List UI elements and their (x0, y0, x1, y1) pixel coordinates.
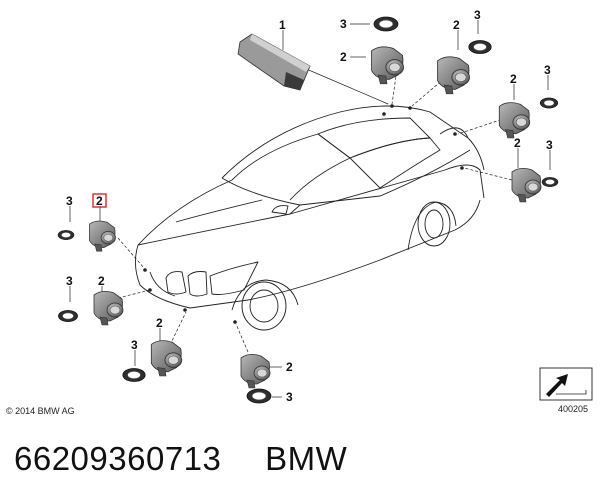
ring-icon (58, 309, 78, 323)
diagram-reference-box: 400205 (539, 367, 593, 414)
part-number: 66209360713 (14, 440, 222, 477)
sensor-icon (371, 46, 404, 85)
callout-3: 3 (131, 338, 138, 352)
callout-3: 3 (340, 17, 347, 31)
callout-3: 3 (66, 194, 73, 208)
callout-2: 2 (510, 72, 517, 86)
callout-3: 3 (286, 390, 293, 404)
callout-2: 2 (514, 136, 521, 150)
ring-icon (468, 40, 492, 54)
callout-2: 2 (453, 18, 460, 32)
callout-2-highlighted: 2 (96, 194, 103, 208)
ring-icon (539, 97, 559, 109)
callout-3: 3 (546, 138, 553, 152)
sensor-icon (93, 290, 124, 326)
callout-3: 3 (474, 8, 481, 22)
copyright-text: © 2014 BMW AG (6, 406, 75, 416)
leader-lines (69, 20, 551, 398)
highlight-box (92, 193, 107, 208)
sensor-icon (437, 56, 470, 95)
callout-3: 3 (66, 274, 73, 288)
ring-icon (57, 229, 75, 241)
sensor-icon (498, 102, 531, 139)
brand-name: BMW (265, 440, 348, 477)
callout-2: 2 (286, 360, 293, 374)
sensor-icon (89, 220, 116, 252)
sensor-icon (240, 353, 271, 389)
callout-labels: 1 3 2 2 3 2 3 2 3 3 2 3 2 2 3 2 3 (66, 8, 553, 404)
ring-icon (246, 388, 272, 404)
sensor-location-markers (143, 104, 464, 324)
caption: 66209360713 BMW (14, 440, 594, 478)
part-1-holder (237, 33, 311, 91)
callout-2: 2 (98, 274, 105, 288)
callout-2: 2 (340, 50, 347, 64)
callout-1: 1 (279, 18, 286, 32)
sensor-icon (150, 340, 183, 377)
sensor-icon (511, 167, 542, 203)
callout-2: 2 (156, 316, 163, 330)
car-outline (135, 105, 485, 331)
ring-icon (541, 176, 559, 188)
ring-icon (373, 16, 399, 32)
arrow-icon (546, 374, 568, 397)
diagram-number: 400205 (558, 404, 588, 414)
ring-icon (122, 368, 146, 382)
callout-3: 3 (544, 63, 551, 77)
